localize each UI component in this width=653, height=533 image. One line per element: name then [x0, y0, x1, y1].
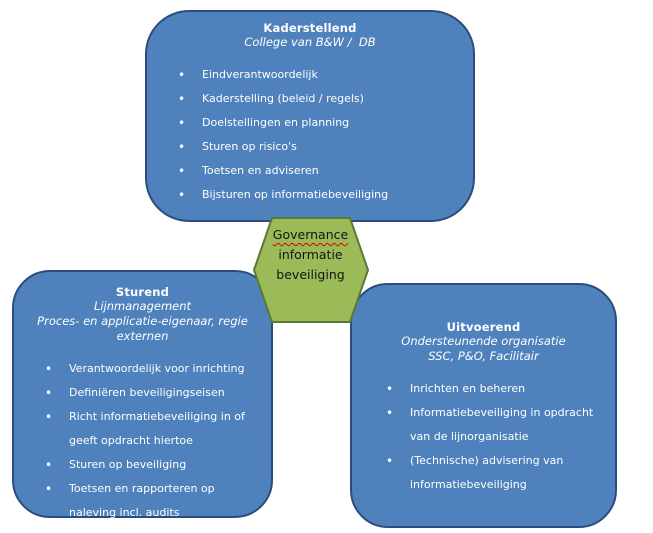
node-uitvoerend-title: Uitvoerend: [446, 320, 521, 334]
bullet-item: Doelstellingen en planning: [147, 111, 465, 135]
hexagon-shape-icon: [253, 217, 369, 323]
governance-hexagon: Governance informatie beveiliging: [251, 216, 370, 324]
bullet-item: Richt informatiebeveiliging in of geeft …: [14, 405, 263, 453]
bullet-item: Toetsen en adviseren: [147, 159, 465, 183]
node-kaderstellend: Kaderstellend College van B&W / DB Eindv…: [145, 10, 475, 222]
hexagon-label-line3: beveiliging: [276, 267, 345, 282]
bullet-item: Informatiebeveiliging in opdracht van de…: [352, 401, 607, 449]
node-uitvoerend-subtitle-line2: SSC, P&O, Facilitair: [428, 349, 539, 363]
bullet-item: Verantwoordelijk voor inrichting: [14, 357, 263, 381]
bullet-item: Sturen op risico's: [147, 135, 465, 159]
bullet-item: Bijsturen op informatiebeveiliging: [147, 183, 465, 207]
node-sturend-subtitle-line1: Lijnmanagement: [93, 299, 192, 313]
bullet-item: Inrichten en beheren: [352, 377, 607, 401]
node-sturend-bullets: Verantwoordelijk voor inrichting Definië…: [14, 357, 271, 525]
hexagon-label: Governance informatie beveiliging: [251, 225, 370, 285]
bullet-item: Definiëren beveiligingseisen: [14, 381, 263, 405]
node-kaderstellend-subtitle: College van B&W / DB: [244, 35, 376, 49]
bullet-item: Sturen op beveiliging: [14, 453, 263, 477]
node-kaderstellend-title: Kaderstellend: [263, 21, 357, 35]
node-sturend-subtitle-line2: Proces- en applicatie-eigenaar, regie ex…: [37, 314, 252, 343]
node-sturend-title: Sturend: [115, 285, 170, 299]
hexagon-label-line2: informatie: [278, 247, 343, 262]
bullet-item: Kaderstelling (beleid / regels): [147, 87, 465, 111]
node-uitvoerend-subtitle-line1: Ondersteunende organisatie: [401, 334, 566, 348]
node-kaderstellend-bullets: Eindverantwoordelijk Kaderstelling (bele…: [147, 63, 473, 207]
bullet-item: Toetsen en rapporteren op naleving incl.…: [14, 477, 263, 525]
bullet-item: Eindverantwoordelijk: [147, 63, 465, 87]
node-sturend: Sturend Lijnmanagement Proces- en applic…: [12, 270, 273, 519]
node-uitvoerend: Uitvoerend Ondersteunende organisatie SS…: [350, 283, 617, 528]
hexagon-label-line1: Governance: [272, 227, 349, 242]
node-uitvoerend-bullets: Inrichten en beheren Informatiebeveiligi…: [352, 377, 615, 497]
bullet-item: (Technische) advisering van informatiebe…: [352, 449, 607, 497]
